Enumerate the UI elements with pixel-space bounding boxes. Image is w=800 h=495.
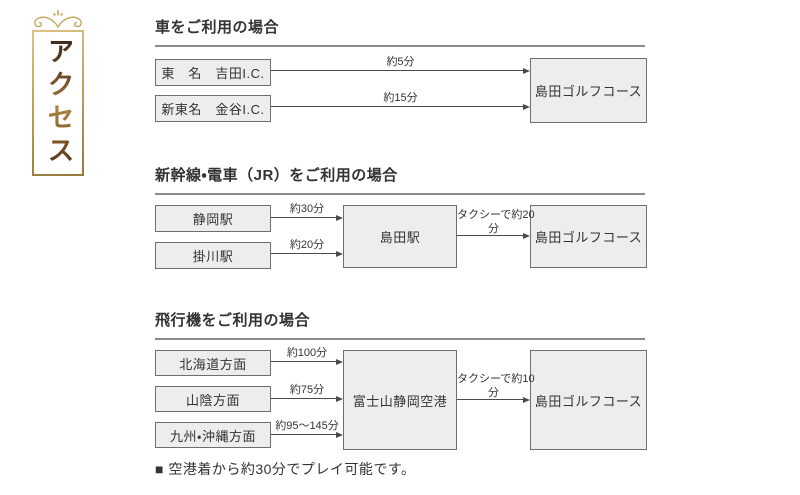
arrow-line <box>271 398 337 399</box>
arrow-label: 約100分 <box>286 347 328 359</box>
arrow-label: タクシーで約10 <box>457 373 535 385</box>
arrow-head-icon <box>523 397 530 403</box>
airport-note: ■ 空港着から約30分でプレイ可能です。 <box>155 461 416 477</box>
arrow-label: タクシーで約20 <box>457 209 535 221</box>
box-fujisan-shizuoka-airport: 富士山静岡空港 <box>343 350 457 450</box>
flourish-ornament-icon <box>34 9 82 28</box>
box-shimada-station: 島田駅 <box>343 205 457 268</box>
arrow-kanaya-to-golf: 約15分 <box>271 83 530 110</box>
arrow-line <box>457 235 524 236</box>
arrow-label: 約5分 <box>386 56 415 68</box>
access-banner: アクセス <box>30 8 86 176</box>
box-shimada-golf-course-plane: 島田ゴルフコース <box>530 350 647 450</box>
arrow-head-icon <box>336 251 343 257</box>
arrow-head-icon <box>336 396 343 402</box>
box-shintomei-kanaya-ic: 新東名 金谷I.C. <box>155 95 271 122</box>
arrow-label: 約30分 <box>289 203 325 215</box>
arrow-label: 分 <box>488 223 499 235</box>
section-car-heading: 車をご利用の場合 <box>155 16 645 47</box>
section-train-heading: 新幹線・電車（JR）をご利用の場合 <box>155 164 645 195</box>
arrow-hokkaido-to-airport: 約100分 <box>271 338 343 365</box>
arrow-airport-to-golf: タクシーで約10 分 <box>457 370 535 403</box>
box-shimada-golf-course-car: 島田ゴルフコース <box>530 58 647 123</box>
arrow-head-icon <box>336 359 343 365</box>
arrow-shimada-sta-to-golf: タクシーで約20 分 <box>457 206 535 239</box>
arrow-shizuoka-to-shimada-sta: 約30分 <box>271 194 343 221</box>
arrow-sanin-to-airport: 約75分 <box>271 375 343 402</box>
box-kakegawa-station: 掛川駅 <box>155 242 271 269</box>
arrow-line <box>271 361 337 362</box>
arrow-kakegawa-to-shimada-sta: 約20分 <box>271 230 343 257</box>
arrow-line <box>271 106 524 107</box>
arrow-label: 約75分 <box>289 384 325 396</box>
box-shizuoka-station: 静岡駅 <box>155 205 271 232</box>
banner-frame: アクセス <box>32 30 84 176</box>
box-tomei-yoshida-ic: 東 名 吉田I.C. <box>155 59 271 86</box>
arrow-line <box>271 434 337 435</box>
arrow-head-icon <box>336 215 343 221</box>
section-plane-heading: 飛行機をご利用の場合 <box>155 309 645 340</box>
arrow-head-icon <box>523 68 530 74</box>
arrow-head-icon <box>336 432 343 438</box>
arrow-label: 約15分 <box>383 92 418 104</box>
arrow-label: 分 <box>488 387 499 399</box>
arrow-yoshida-to-golf: 約5分 <box>271 47 530 74</box>
arrow-head-icon <box>523 104 530 110</box>
arrow-label: 約20分 <box>289 239 325 251</box>
arrow-line <box>271 253 337 254</box>
arrow-line <box>271 70 524 71</box>
box-hokkaido-area: 北海道方面 <box>155 350 271 376</box>
box-sanin-area: 山陰方面 <box>155 386 271 412</box>
box-shimada-golf-course-train: 島田ゴルフコース <box>530 205 647 268</box>
access-vertical-title: アクセス <box>42 37 74 169</box>
arrow-head-icon <box>523 233 530 239</box>
arrow-line <box>457 399 524 400</box>
arrow-kyushu-to-airport: 約95〜145分 <box>271 411 343 438</box>
arrow-label: 約95〜145分 <box>275 420 339 432</box>
arrow-line <box>271 217 337 218</box>
box-kyushu-okinawa-area: 九州・沖縄方面 <box>155 422 271 448</box>
